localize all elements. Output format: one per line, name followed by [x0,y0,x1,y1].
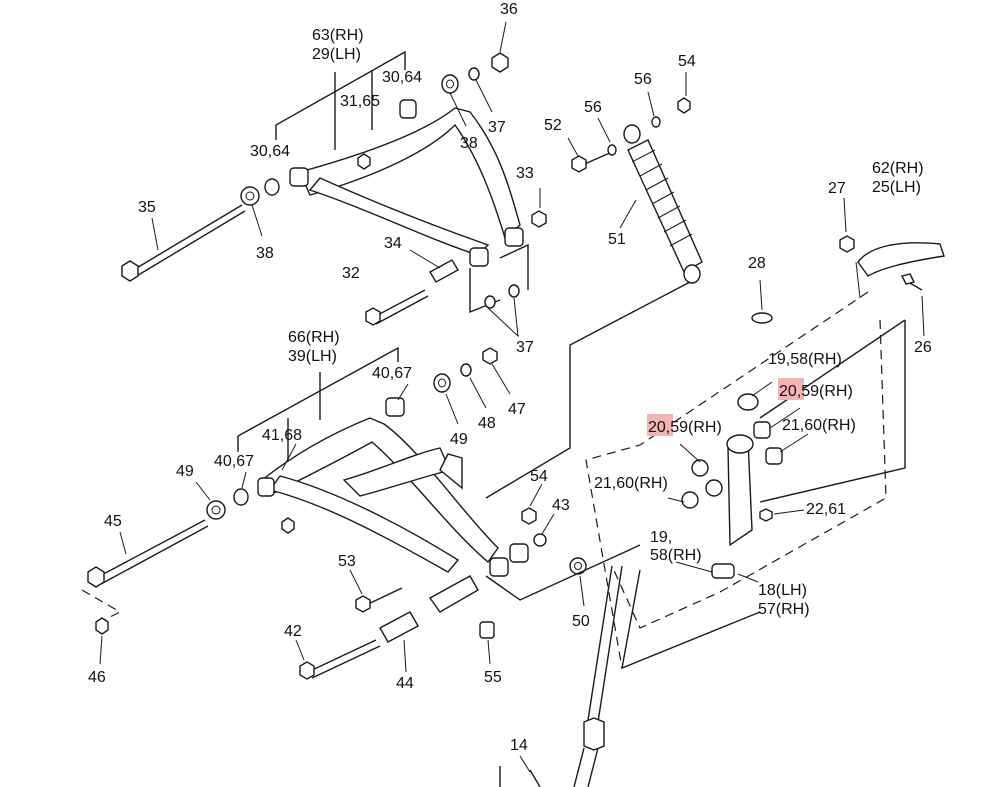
highlight-20-lower [647,414,673,436]
callout-21-60-right: 21,60(RH) [782,417,856,434]
upper-a-arm [299,107,521,240]
upper-a-arm-assembly [121,21,547,338]
callout-56-right: 56 [634,71,652,88]
callout-52: 52 [544,117,562,134]
callout-22-61: 22,61 [806,501,846,518]
callout-21-60-left: 21,60(RH) [594,475,668,492]
callout-54-lower: 54 [530,468,548,485]
callout-49-left: 49 [176,463,194,480]
callout-37-upper: 37 [488,119,506,136]
callout-14: 14 [510,737,528,754]
bushing-icon [289,167,309,187]
callout-63: 63(RH) [312,27,364,44]
callout-32: 32 [342,265,360,282]
knuckle-assembly [585,197,945,670]
callout-38-upper: 38 [460,135,478,152]
callout-labels: 63(RH) 29(LH) 36 30,64 31,65 38 37 30,64… [88,1,932,754]
callout-37-lower: 37 [516,339,534,356]
callout-48: 48 [478,415,496,432]
callout-44: 44 [396,675,414,692]
callout-31-65: 31,65 [340,93,380,110]
callout-38-lower: 38 [256,245,274,262]
callout-36: 36 [500,1,518,18]
callout-46: 46 [88,669,106,686]
callout-43: 43 [552,497,570,514]
callout-18: 18(LH) [758,582,807,599]
callout-40-67-lower: 40,67 [214,453,254,470]
callout-50: 50 [572,613,590,630]
callout-26: 26 [914,339,932,356]
shock-absorber-assembly [485,72,703,499]
lower-a-arm-assembly [81,346,641,787]
callout-55: 55 [484,669,502,686]
callout-30-64-upper: 30,64 [382,69,422,86]
callout-51: 51 [608,231,626,248]
callout-47: 47 [508,401,526,418]
nut-icon [491,52,509,73]
callout-29: 29(LH) [312,46,361,63]
callout-62: 62(RH) [872,160,924,177]
callout-58-lower: 58(RH) [650,547,702,564]
callout-41-68: 41,68 [262,427,302,444]
callout-57: 57(RH) [758,601,810,618]
callout-30-64-lower: 30,64 [250,143,290,160]
callout-35: 35 [138,199,156,216]
callout-53: 53 [338,553,356,570]
callout-19-lower: 19, [650,529,672,546]
callout-19-58-upper: 19,58(RH) [768,351,842,368]
callout-25: 25(LH) [872,179,921,196]
callout-40-67-upper: 40,67 [372,365,412,382]
callout-66: 66(RH) [288,329,340,346]
callout-27: 27 [828,180,846,197]
highlight-20-upper [778,378,804,400]
callout-33: 33 [516,165,534,182]
callout-54-upper: 54 [678,53,696,70]
callout-49-right: 49 [450,431,468,448]
lower-a-arm [261,417,499,564]
callout-34: 34 [384,235,402,252]
callout-20-lower: 20,59(RH) [648,419,722,436]
callout-39: 39(LH) [288,348,337,365]
callout-56-left: 56 [584,99,602,116]
callout-42: 42 [284,623,302,640]
callout-28: 28 [748,255,766,272]
callout-45: 45 [104,513,122,530]
callout-20-upper: 20,59(RH) [779,383,853,400]
